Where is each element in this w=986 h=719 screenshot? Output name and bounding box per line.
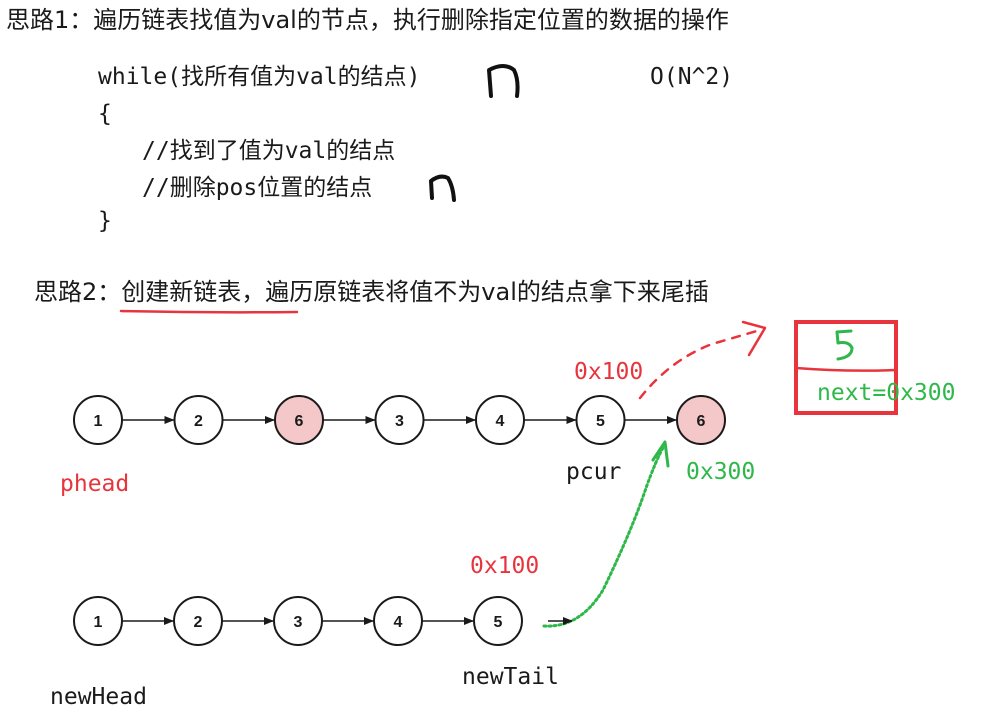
highlight-underline (119, 309, 299, 314)
newtail-address: 0x100 (470, 553, 540, 579)
newtail-label: newTail (462, 664, 559, 690)
green-link-arrow (542, 444, 666, 628)
original-list-node-value: 6 (697, 413, 706, 430)
original-list-node (173, 395, 224, 445)
original-list-node (575, 395, 626, 445)
idea1-brace-close: } (98, 208, 112, 234)
node5-address: 0x100 (574, 359, 644, 385)
newhead-label: newHead (50, 684, 147, 710)
original-list-node (374, 395, 425, 445)
node-box-handwritten-value (835, 329, 854, 361)
new-list-node-value: 3 (294, 614, 303, 631)
original-list-node (274, 395, 324, 445)
idea1-while-line: while(找所有值为val的结点) (98, 64, 421, 90)
green-link-arrowhead (651, 440, 670, 468)
pcur-label: pcur (566, 459, 622, 485)
original-list-node-value: 6 (295, 413, 304, 430)
new-list-node-value: 1 (94, 614, 103, 631)
idea1-title: 思路1：遍历链表找值为val的节点，执行删除指定位置的数据的操作 (6, 6, 729, 34)
phead-label: phead (60, 471, 130, 497)
node-box-next-field: next=0x300 (817, 380, 956, 406)
idea2-title-highlight: 创建新链表 (121, 278, 242, 306)
hand-mark-big-o-n-icon (487, 64, 520, 98)
new-list-node-value: 4 (394, 614, 403, 631)
idea1-comment-find: //找到了值为val的结点 (142, 138, 396, 164)
new-list-node (73, 596, 123, 646)
idea1-brace-open: { (98, 101, 112, 127)
idea2-title-rest: ，遍历原链表将值不为val的结点拿下来尾插 (241, 278, 709, 306)
original-list-node-value: 3 (395, 413, 404, 430)
red-dashed-arrowhead (741, 320, 767, 357)
idea1-comment-delete: //删除pos位置的结点 (142, 175, 373, 201)
original-list: 1 2 6 3 4 5 6 (73, 395, 726, 445)
original-list-node-value: 5 (596, 413, 605, 430)
new-list-node (373, 596, 423, 646)
idea2-title-prefix: 思路2： (34, 278, 122, 306)
idea2-title: 思路2：创建新链表，遍历原链表将值不为val的结点拿下来尾插 (34, 280, 709, 304)
new-list-node-value: 2 (194, 614, 203, 631)
node-box-frame (794, 320, 898, 415)
new-list-node (173, 596, 223, 646)
original-list-node (73, 395, 123, 445)
last6-address: 0x300 (686, 459, 756, 485)
new-list-node (273, 596, 323, 646)
node-box-divider (795, 366, 897, 372)
original-list-node (475, 395, 525, 445)
original-list-node-value: 1 (94, 413, 103, 430)
original-list-node-value: 2 (194, 413, 203, 430)
new-list-node (473, 596, 523, 646)
hand-mark-big-o-1-icon (429, 174, 456, 202)
idea1-complexity: O(N^2) (650, 64, 734, 90)
red-dashed-arrow (638, 328, 762, 400)
original-list-node (676, 395, 726, 445)
original-list-node-value: 4 (496, 413, 505, 430)
new-list: 1 2 3 4 5 (73, 596, 523, 646)
new-list-node-value: 5 (494, 614, 503, 631)
